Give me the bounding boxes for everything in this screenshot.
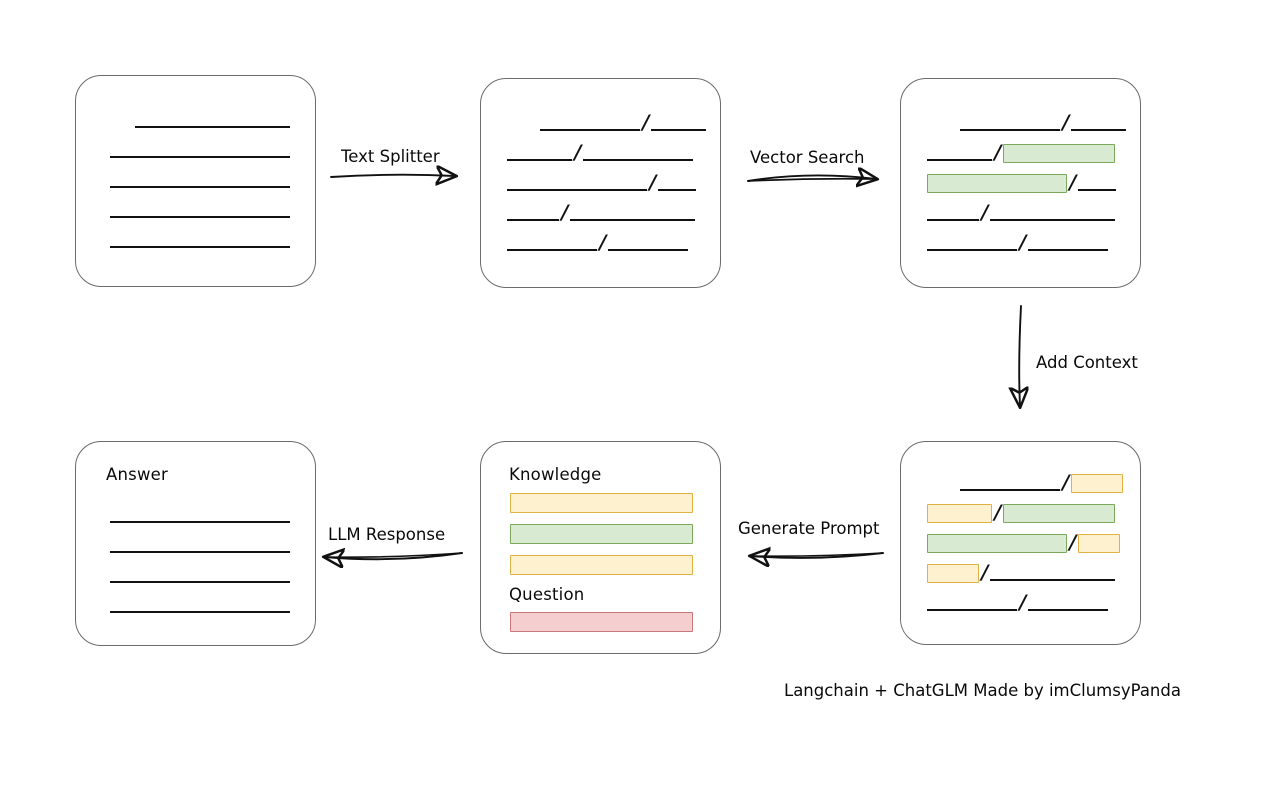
- text-line: [110, 156, 290, 158]
- text-line: [927, 159, 992, 161]
- document-segment-row: /: [927, 560, 1116, 584]
- text-line: [110, 186, 290, 188]
- highlight-chip-yellow: [1071, 473, 1124, 493]
- text-line: [608, 249, 689, 251]
- document-line-row: [110, 535, 290, 555]
- highlight-chip-yellow: [1078, 533, 1121, 553]
- highlight-chip-green: [927, 533, 1067, 553]
- document-line-row: [110, 140, 290, 160]
- segment-separator: /: [649, 170, 657, 194]
- segment-separator: /: [561, 200, 569, 224]
- segment-separator: /: [1019, 590, 1027, 614]
- edge-label-add-context: Add Context: [1036, 353, 1138, 372]
- segment-separator: /: [1062, 470, 1070, 494]
- arrow-generate-prompt: [751, 553, 884, 558]
- text-line: [110, 611, 290, 613]
- text-line: [110, 216, 290, 218]
- text-line: [1028, 609, 1109, 611]
- segment-separator: /: [1069, 170, 1077, 194]
- footer-credit: Langchain + ChatGLM Made by imClumsyPand…: [784, 681, 1181, 700]
- text-line: [927, 609, 1017, 611]
- document-line-row: [110, 170, 290, 190]
- document-segment-row: /: [960, 470, 1124, 494]
- segment-separator: /: [981, 200, 989, 224]
- document-segment-row: /: [507, 200, 696, 224]
- segment-separator: /: [599, 230, 607, 254]
- document-segment-row: /: [927, 230, 1109, 254]
- document-segment-row: /: [927, 200, 1116, 224]
- segment-separator: /: [1062, 110, 1070, 134]
- knowledge-label: Knowledge: [509, 465, 602, 484]
- document-line-row: [110, 230, 290, 250]
- text-line: [658, 189, 697, 191]
- arrow-vector-search: [747, 175, 876, 181]
- text-line: [570, 219, 696, 221]
- knowledge-bar-green: [510, 524, 693, 544]
- arrow-llm-response: [325, 553, 463, 559]
- text-line: [651, 129, 707, 131]
- text-line: [1028, 249, 1109, 251]
- text-line: [110, 551, 290, 553]
- document-segment-row: /: [927, 590, 1109, 614]
- highlight-chip-green: [927, 173, 1067, 193]
- document-line-row: [135, 110, 290, 130]
- text-line: [540, 129, 640, 131]
- text-line: [990, 219, 1116, 221]
- text-line: [507, 189, 647, 191]
- text-line: [960, 129, 1060, 131]
- edge-label-generate-prompt: Generate Prompt: [738, 519, 880, 538]
- answer-label: Answer: [106, 465, 168, 484]
- segment-separator: /: [642, 110, 650, 134]
- text-line: [927, 219, 979, 221]
- segment-separator: /: [574, 140, 582, 164]
- text-line: [1071, 129, 1127, 131]
- edge-label-vector-search: Vector Search: [750, 148, 865, 167]
- arrow-add-context: [1019, 305, 1021, 406]
- document-segment-row: /: [507, 170, 697, 194]
- highlight-chip-yellow: [927, 563, 979, 583]
- question-bar-red: [510, 612, 693, 632]
- highlight-chip-yellow: [927, 503, 992, 523]
- text-line: [507, 159, 572, 161]
- knowledge-bar-yellow: [510, 555, 693, 575]
- document-line-row: [110, 505, 290, 525]
- text-line: [507, 249, 597, 251]
- highlight-chip-green: [1003, 503, 1116, 523]
- document-segment-row: /: [507, 140, 694, 164]
- text-line: [960, 489, 1060, 491]
- text-line: [990, 579, 1116, 581]
- arrow-text-splitter: [330, 175, 455, 177]
- text-line: [110, 246, 290, 248]
- document-segment-row: /: [927, 530, 1121, 554]
- segment-separator: /: [1069, 530, 1077, 554]
- knowledge-bar-yellow: [510, 493, 693, 513]
- edge-label-llm-response: LLM Response: [328, 525, 446, 544]
- text-line: [110, 581, 290, 583]
- split-document-box: [480, 78, 721, 288]
- text-line: [927, 249, 1017, 251]
- text-line: [135, 126, 290, 128]
- text-line: [1078, 189, 1117, 191]
- document-line-row: [110, 595, 290, 615]
- document-segment-row: /: [927, 140, 1116, 164]
- text-line: [507, 219, 559, 221]
- document-line-row: [110, 200, 290, 220]
- document-segment-row: /: [927, 170, 1117, 194]
- document-segment-row: /: [960, 110, 1127, 134]
- text-line: [110, 521, 290, 523]
- document-line-row: [110, 565, 290, 585]
- document-segment-row: /: [507, 230, 689, 254]
- source-document-box: [75, 75, 316, 287]
- text-line: [583, 159, 694, 161]
- edge-label-text-splitter: Text Splitter: [341, 147, 440, 166]
- segment-separator: /: [994, 140, 1002, 164]
- segment-separator: /: [981, 560, 989, 584]
- document-segment-row: /: [927, 500, 1116, 524]
- segment-separator: /: [1019, 230, 1027, 254]
- highlight-chip-green: [1003, 143, 1116, 163]
- question-label: Question: [509, 585, 585, 604]
- document-segment-row: /: [540, 110, 707, 134]
- segment-separator: /: [994, 500, 1002, 524]
